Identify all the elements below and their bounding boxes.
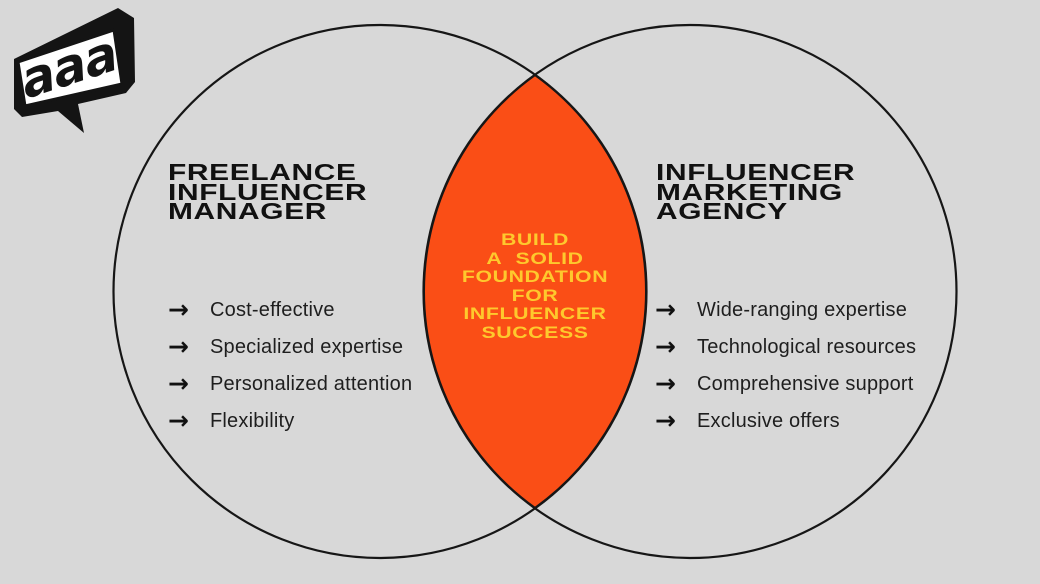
list-item-label: Technological resources [697,335,917,358]
arrow-icon: → [655,369,676,398]
list-item-label: Comprehensive support [697,372,914,395]
arrow-icon: → [168,332,189,361]
overlap-line: FOUNDATION [461,267,609,286]
list-item: → Comprehensive support [655,369,916,398]
list-item-label: Cost-effective [210,298,335,321]
overlap-line: FOR [511,285,559,305]
overlap-line: A SOLID [486,248,584,268]
left-circle-list: → Cost-effective → Specialized expertise… [168,295,413,435]
arrow-icon: → [655,295,676,324]
list-item: → Cost-effective [168,295,412,324]
overlap-line: BUILD [500,230,570,249]
list-item: → Technological resources [655,332,917,361]
arrow-icon: → [655,406,676,435]
list-item-label: Specialized expertise [210,335,404,358]
left-title-line: INFLUENCER [168,178,368,205]
right-circle-title: INFLUENCER MARKETING AGENCY [656,159,856,224]
overlap-line: INFLUENCER [463,304,607,323]
arrow-icon: → [655,332,676,361]
overlap-message: BUILD A SOLID FOUNDATION FOR INFLUENCER … [398,230,673,342]
left-circle-title: FREELANCE INFLUENCER MANAGER [168,159,368,224]
arrow-icon: → [168,295,189,324]
list-item: → Specialized expertise [168,332,412,361]
right-title-line: MARKETING [656,178,843,205]
overlap-lens-shape [422,73,648,510]
overlap-line: SUCCESS [481,322,589,342]
arrow-icon: → [168,369,189,398]
list-item: → Flexibility [168,406,412,435]
list-item-label: Wide-ranging expertise [697,298,908,321]
list-item-label: Personalized attention [210,372,413,395]
aaa-logo: aaa [4,2,156,150]
speech-bubble-icon: aaa [14,8,135,133]
list-item: → Exclusive offers [655,406,916,435]
right-title-line: AGENCY [656,198,788,224]
list-item-label: Flexibility [210,409,295,432]
list-item: → Wide-ranging expertise [655,295,916,324]
list-item: → Personalized attention [168,369,413,398]
right-circle-list: → Wide-ranging expertise → Technological… [655,295,917,435]
list-item-label: Exclusive offers [697,409,840,432]
right-title-line: INFLUENCER [656,159,856,185]
left-title-line: MANAGER [168,198,328,224]
left-title-line: FREELANCE [168,159,357,185]
arrow-icon: → [168,406,189,435]
